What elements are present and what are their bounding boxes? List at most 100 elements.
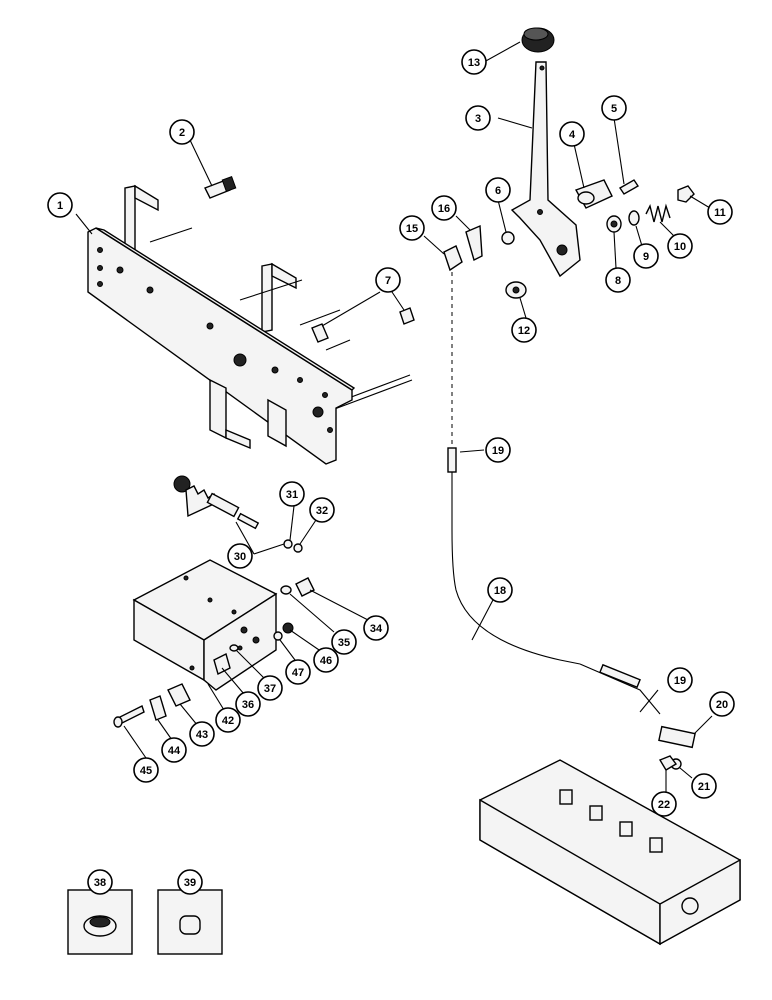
- mounting-plate: [87, 184, 413, 465]
- pivot-part-4: [574, 179, 613, 209]
- callout-11: 11: [707, 199, 733, 225]
- callout-43: 43: [189, 721, 215, 747]
- callout-label: 38: [94, 877, 106, 889]
- callout-circle: [257, 675, 283, 701]
- callout-circle: [133, 757, 159, 783]
- callout-circle: [465, 105, 491, 131]
- callout-38: 38: [87, 869, 113, 895]
- washer-part-8: [606, 215, 622, 233]
- callout-46: 46: [313, 647, 339, 673]
- callout-label: 8: [615, 275, 621, 287]
- callout-42: 42: [215, 707, 241, 733]
- callout-32: 32: [309, 497, 335, 523]
- bushing-part-12: [505, 281, 527, 299]
- callout-12: 12: [511, 317, 537, 343]
- callout-circle: [279, 481, 305, 507]
- callout-circle: [161, 737, 187, 763]
- callout-circle: [313, 647, 339, 673]
- nut-part-6: [501, 231, 515, 245]
- inset-box-part-38: [67, 889, 133, 955]
- callout-label: 5: [611, 103, 617, 115]
- callout-circle: [363, 615, 389, 641]
- callout-circle: [285, 659, 311, 685]
- callout-label: 19: [674, 675, 686, 687]
- callout-label: 16: [438, 203, 450, 215]
- callout-18: 18: [487, 577, 513, 603]
- callout-36: 36: [235, 691, 261, 717]
- bracket-part-42: [132, 559, 278, 691]
- nut-part-22: [658, 755, 678, 771]
- callout-6: 6: [485, 177, 511, 203]
- callout-7: 7: [375, 267, 401, 293]
- callout-circle: [667, 233, 693, 259]
- callout-circle: [605, 267, 631, 293]
- inset-box-part-39: [157, 889, 223, 955]
- callout-label: 30: [234, 551, 246, 563]
- control-cable-part-30: [173, 475, 260, 530]
- callout-circle: [487, 577, 513, 603]
- callout-circle: [399, 215, 425, 241]
- callout-13: 13: [461, 49, 487, 75]
- callout-16: 16: [431, 195, 457, 221]
- washer-part-32: [293, 543, 303, 553]
- callout-5: 5: [601, 95, 627, 121]
- callout-label: 13: [468, 57, 480, 69]
- callout-label: 9: [643, 251, 649, 263]
- callout-label: 12: [518, 325, 530, 337]
- callout-4: 4: [559, 121, 585, 147]
- callout-3: 3: [465, 105, 491, 131]
- callout-label: 6: [495, 185, 501, 197]
- callout-label: 2: [179, 127, 185, 139]
- callout-34: 34: [363, 615, 389, 641]
- nut-part-11: [677, 185, 695, 203]
- injection-pump: [479, 759, 741, 946]
- callout-label: 10: [674, 241, 686, 253]
- callout-label: 32: [316, 505, 328, 517]
- callout-circle: [235, 691, 261, 717]
- callout-circle: [177, 869, 203, 895]
- callout-circle: [559, 121, 585, 147]
- callout-label: 7: [385, 275, 391, 287]
- callout-20: 20: [709, 691, 735, 717]
- callout-2: 2: [169, 119, 195, 145]
- callout-label: 19: [492, 445, 504, 457]
- screw-part-45: [113, 705, 145, 728]
- callout-circle: [215, 707, 241, 733]
- callout-47: 47: [285, 659, 311, 685]
- callout-circle: [667, 667, 693, 693]
- bolt-part-34: [295, 577, 315, 597]
- washer-part-9: [628, 210, 640, 226]
- callout-22: 22: [651, 791, 677, 817]
- callout-label: 1: [57, 200, 63, 212]
- callout-circle: [189, 721, 215, 747]
- clip-part-36: [213, 652, 231, 676]
- callout-circle: [633, 243, 659, 269]
- callout-circle: [511, 317, 537, 343]
- callout-label: 47: [292, 667, 304, 679]
- washer-part-47: [273, 631, 283, 641]
- spring-part-10: [645, 203, 671, 223]
- bolt-part-5: [619, 179, 639, 195]
- callout-circle: [431, 195, 457, 221]
- callout-circle: [47, 192, 73, 218]
- callout-9: 9: [633, 243, 659, 269]
- callout-19b: 19: [667, 667, 693, 693]
- callout-circle: [601, 95, 627, 121]
- callout-circle: [169, 119, 195, 145]
- callout-circle: [461, 49, 487, 75]
- clamp-part-44: [149, 695, 167, 721]
- callout-45: 45: [133, 757, 159, 783]
- callout-label: 18: [494, 585, 506, 597]
- callout-label: 45: [140, 765, 152, 777]
- callout-label: 44: [168, 745, 181, 757]
- callout-circle: [707, 199, 733, 225]
- knob-part-13: [521, 27, 555, 53]
- callout-circle: [227, 543, 253, 569]
- callout-circle: [375, 267, 401, 293]
- callout-label: 37: [264, 683, 276, 695]
- callout-label: 22: [658, 799, 670, 811]
- callout-label: 15: [406, 223, 418, 235]
- pin-part-16: [465, 224, 483, 262]
- nut-part-31: [283, 539, 293, 549]
